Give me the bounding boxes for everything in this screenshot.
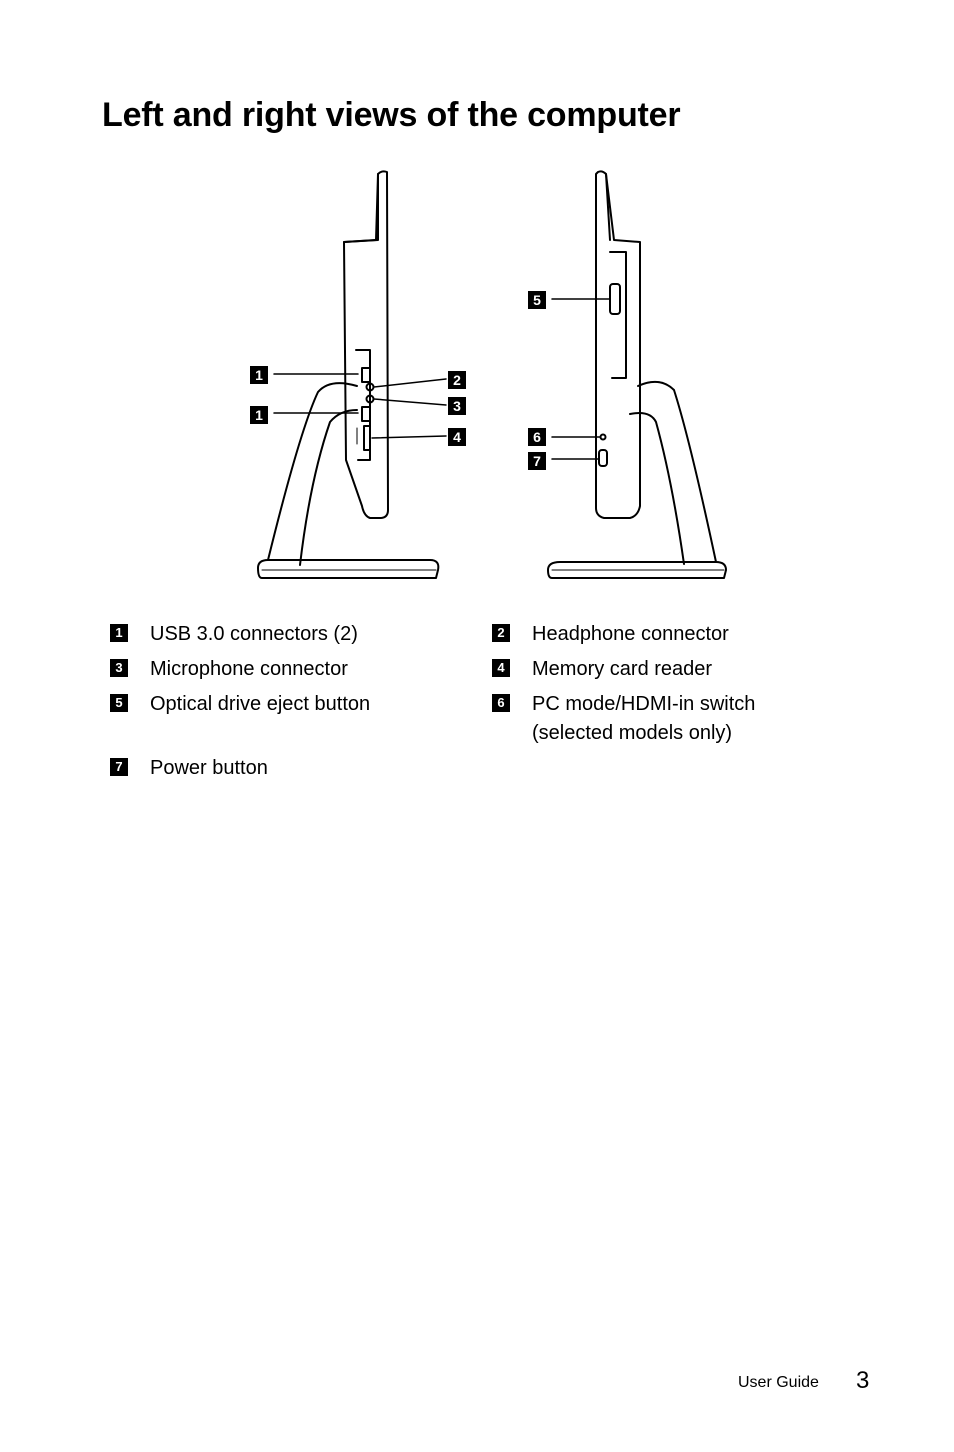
legend-text: Microphone connector [150,658,348,680]
computer-side-views-illustration [257,170,727,579]
legend-text: Power button [150,757,268,779]
page-title: Left and right views of the computer [102,96,681,134]
left-side-view [257,170,447,579]
legend-text: PC mode/HDMI-in switch (selected models … [532,693,756,744]
callout-1a: 1 [250,366,268,384]
callout-4: 4 [448,428,466,446]
legend-number: 6 [492,694,510,712]
legend-number: 3 [110,659,128,677]
legend-number: 1 [110,624,128,642]
callout-3: 3 [448,397,466,415]
callout-1b: 1 [250,406,268,424]
computer-side-views-figure: 1 1 2 3 4 5 6 7 [0,160,954,600]
callout-5: 5 [528,291,546,309]
legend-text: Headphone connector [532,623,729,645]
legend-number: 7 [110,758,128,776]
page-number: 3 [856,1367,870,1394]
callout-2: 2 [448,371,466,389]
callout-6: 6 [528,428,546,446]
legend-text: USB 3.0 connectors (2) [150,623,358,645]
legend-number: 4 [492,659,510,677]
legend-text: Memory card reader [532,658,713,680]
footer-label: User Guide [738,1374,819,1391]
callout-7: 7 [528,452,546,470]
right-side-view [547,170,727,579]
legend-number: 2 [492,624,510,642]
legend-number: 5 [110,694,128,712]
legend-text: Optical drive eject button [150,693,371,715]
